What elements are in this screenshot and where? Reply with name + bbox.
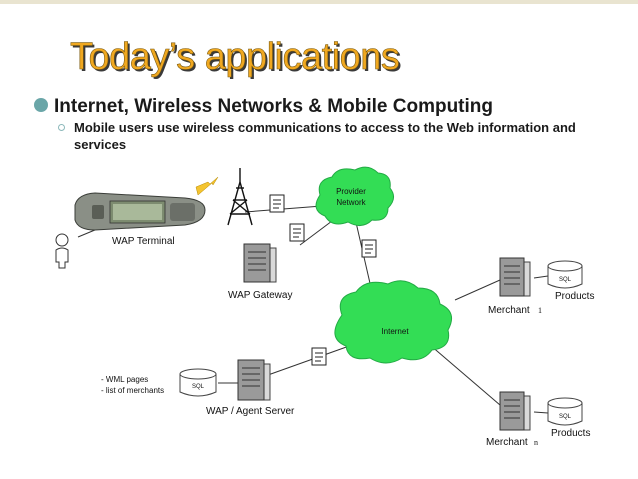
provider-network-cloud [315,166,394,226]
sql-label: SQL [192,384,205,390]
slide-title: Today’s applications [70,36,401,79]
agent-server-icon [237,359,271,401]
antenna-tower-icon [227,168,253,226]
merchant-n-label: Merchant [486,437,528,448]
provider-network-label-2: Network [336,198,366,207]
wap-terminal-label: WAP Terminal [112,236,175,247]
database-icon: SQL [179,368,217,397]
internet-label: Internet [381,327,409,336]
merchant-1-server-icon [499,257,531,297]
merchant-n-index: n [534,438,538,447]
document-icon [311,347,327,366]
server-note-2: - list of merchants [101,386,164,395]
provider-network-label-1: Provider [336,187,366,196]
document-icon [361,239,377,258]
server-note-1: - WML pages [101,375,148,384]
database-icon: SQL [547,260,583,289]
wap-gateway-label: WAP Gateway [228,290,292,301]
merchant-1-label: Merchant [488,305,530,316]
wap-agent-server-label: WAP / Agent Server [206,406,295,417]
main-bullet-text: Internet, Wireless Networks & Mobile Com… [54,96,493,117]
internet-cloud [334,280,453,364]
user-person-icon [55,233,69,269]
products-1-label: Products [555,291,594,302]
main-bullet-icon [34,98,48,112]
mobile-phone-icon [74,192,206,231]
sql-label: SQL [559,277,572,283]
document-icon [269,194,285,213]
slide-top-border [0,0,638,4]
document-icon [289,223,305,242]
merchant-n-server-icon [499,391,531,431]
products-n-label: Products [551,428,590,439]
database-icon: SQL [547,397,583,426]
lightning-icon [195,176,219,196]
merchant-1-index: 1 [538,306,542,315]
wap-gateway-server-icon [243,243,277,283]
sub-bullet-icon [58,124,65,131]
sql-label: SQL [559,414,572,420]
sub-bullet-text: Mobile users use wireless communications… [74,120,576,152]
